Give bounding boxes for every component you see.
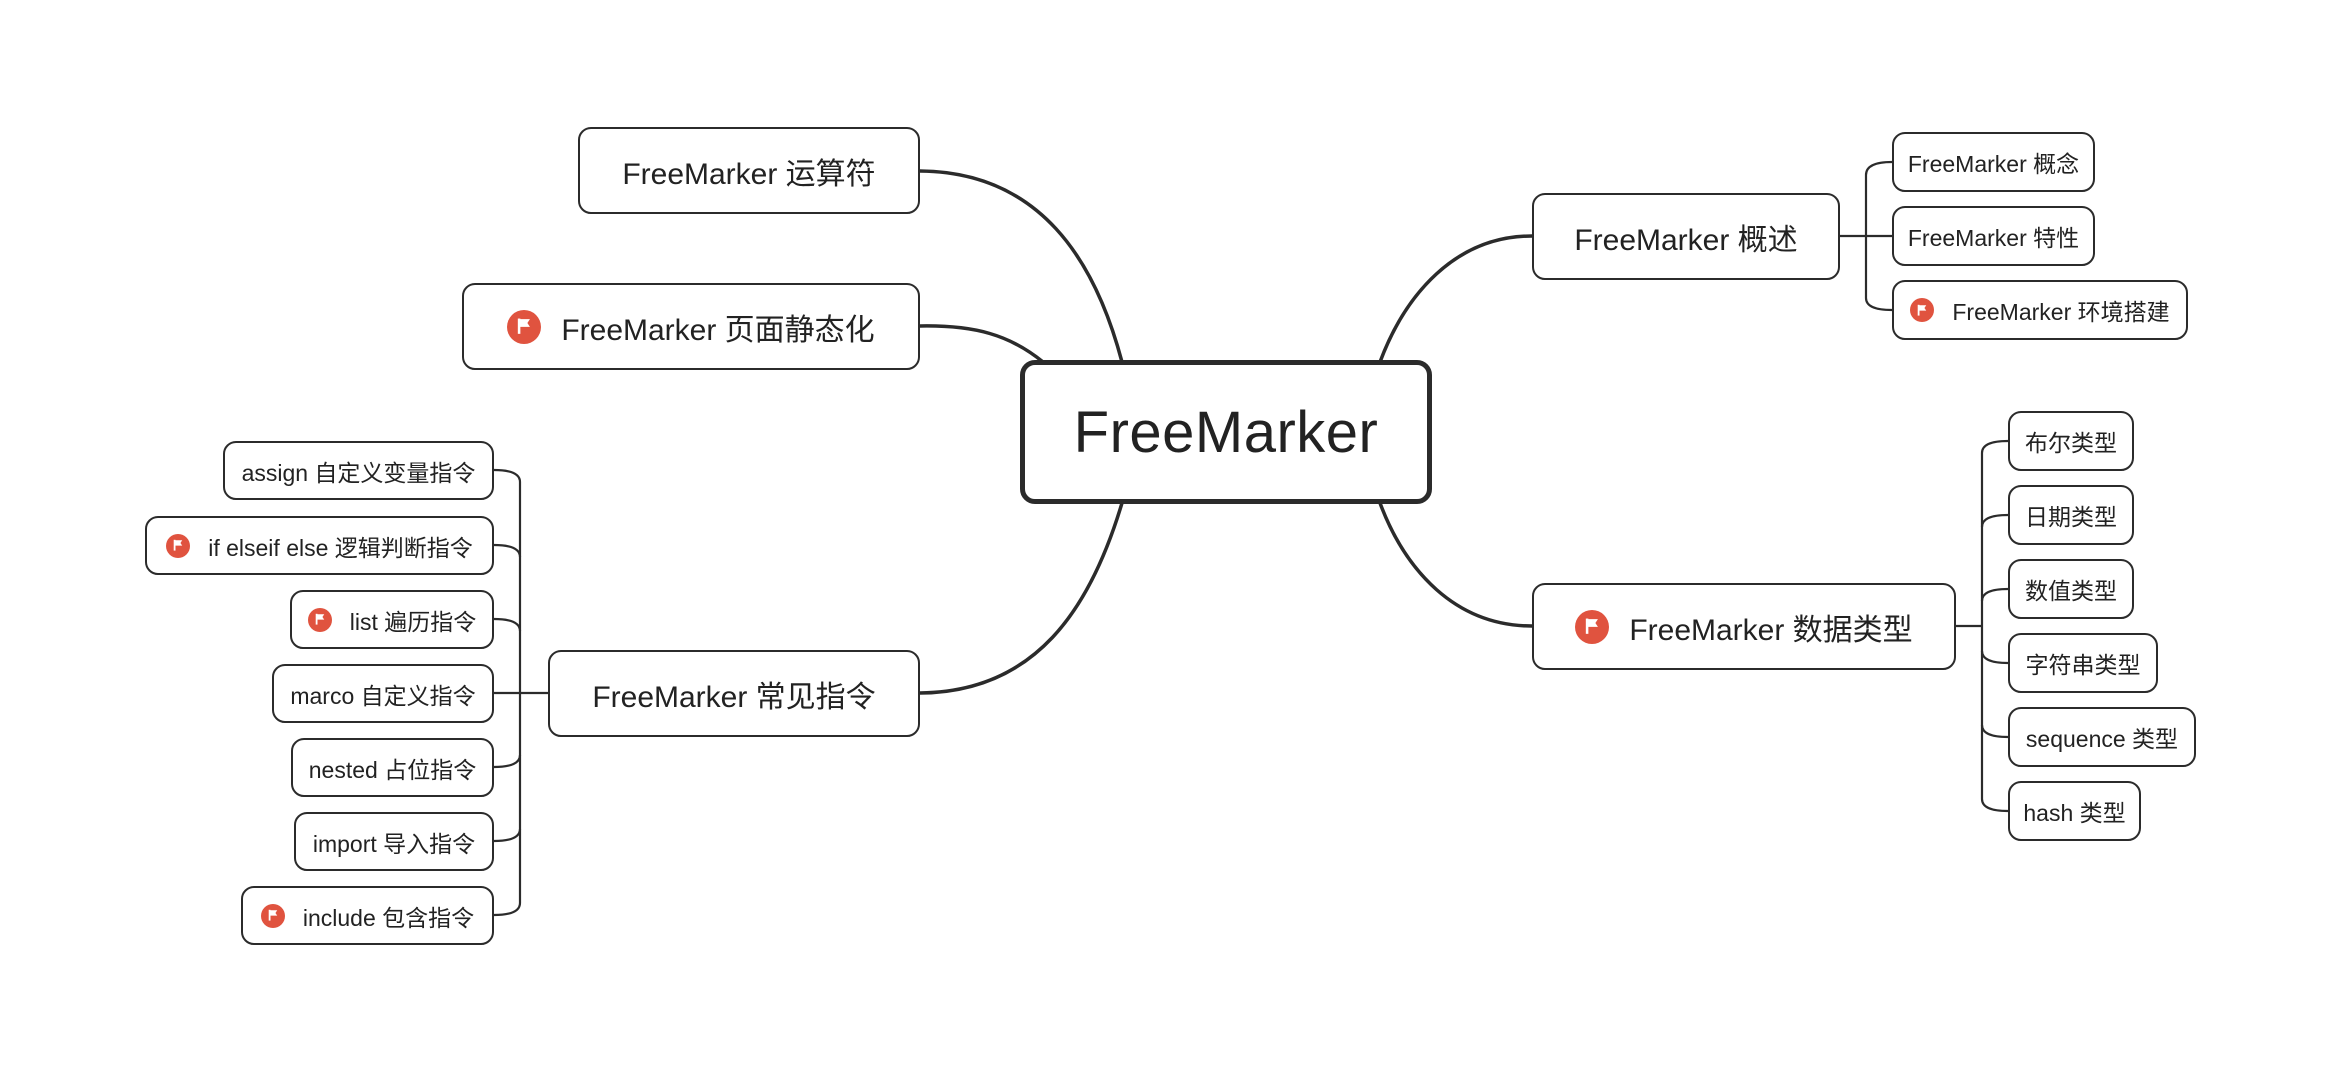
subtopic-environment[interactable]: FreeMarker 环境搭建 [1892, 280, 2188, 340]
subtopic-boolean[interactable]: 布尔类型 [2008, 411, 2134, 471]
subtopic-nested[interactable]: nested 占位指令 [291, 738, 494, 797]
subtopic-sequence[interactable]: sequence 类型 [2008, 707, 2196, 767]
flag-icon [260, 903, 285, 928]
topic-data-types-label: FreeMarker 数据类型 [1629, 613, 1913, 647]
link-directives [918, 501, 1124, 695]
subtopic-label: import 导入指令 [312, 830, 476, 857]
subtopic-label: sequence 类型 [2025, 726, 2179, 752]
flag-icon [1575, 609, 1610, 644]
topic-static-pages-label: FreeMarker 页面静态化 [561, 313, 875, 347]
subtopic-label: 数值类型 [2025, 578, 2117, 604]
subtopic-features[interactable]: FreeMarker 特性 [1892, 206, 2095, 266]
subtopic-include[interactable]: include 包含指令 [241, 886, 494, 945]
subtopic-concept[interactable]: FreeMarker 概念 [1892, 132, 2095, 192]
subtopic-label: FreeMarker 特性 [1907, 225, 2080, 251]
topic-overview[interactable]: FreeMarker 概述 [1532, 193, 1840, 280]
subtopic-label: 字符串类型 [2025, 652, 2141, 678]
central-topic[interactable]: FreeMarker [1020, 360, 1432, 504]
subtopic-assign[interactable]: assign 自定义变量指令 [223, 441, 494, 500]
topic-directives-label: FreeMarker 常见指令 [592, 680, 876, 714]
central-topic-label: FreeMarker [1073, 399, 1379, 465]
topic-directives[interactable]: FreeMarker 常见指令 [548, 650, 920, 737]
topic-operators-label: FreeMarker 运算符 [622, 157, 876, 191]
subtopic-label: include 包含指令 [302, 904, 475, 931]
link-static-pages [918, 324, 1045, 364]
subtopic-label: list 遍历指令 [349, 608, 477, 635]
subtopic-label: FreeMarker 概念 [1907, 151, 2080, 177]
link-operators [918, 169, 1124, 364]
subtopic-label: assign 自定义变量指令 [241, 459, 476, 486]
subtopic-string[interactable]: 字符串类型 [2008, 633, 2158, 693]
subtopic-hash[interactable]: hash 类型 [2008, 781, 2141, 841]
subtopic-list[interactable]: list 遍历指令 [290, 590, 494, 649]
flag-icon [307, 607, 332, 632]
subtopic-label: FreeMarker 环境搭建 [1952, 299, 2170, 325]
subtopic-marco[interactable]: marco 自定义指令 [272, 664, 494, 723]
flag-icon [166, 533, 191, 558]
flag-icon [1910, 298, 1935, 322]
topic-operators[interactable]: FreeMarker 运算符 [578, 127, 920, 214]
link-data-types [1378, 501, 1534, 628]
subtopic-label: hash 类型 [2023, 800, 2126, 826]
subtopic-label: 布尔类型 [2025, 430, 2117, 456]
subtopic-if-elseif-else[interactable]: if elseif else 逻辑判断指令 [145, 516, 494, 575]
flag-icon [507, 309, 542, 344]
subtopic-number[interactable]: 数值类型 [2008, 559, 2134, 619]
subtopic-label: if elseif else 逻辑判断指令 [208, 534, 473, 561]
subtopic-date[interactable]: 日期类型 [2008, 485, 2134, 545]
topic-data-types[interactable]: FreeMarker 数据类型 [1532, 583, 1956, 670]
subtopic-label: 日期类型 [2025, 504, 2117, 530]
subtopic-import[interactable]: import 导入指令 [294, 812, 494, 871]
subtopic-label: nested 占位指令 [308, 756, 477, 783]
subtopic-label: marco 自定义指令 [290, 682, 476, 709]
topic-static-pages[interactable]: FreeMarker 页面静态化 [462, 283, 920, 370]
link-overview [1378, 234, 1534, 364]
topic-overview-label: FreeMarker 概述 [1574, 223, 1798, 257]
